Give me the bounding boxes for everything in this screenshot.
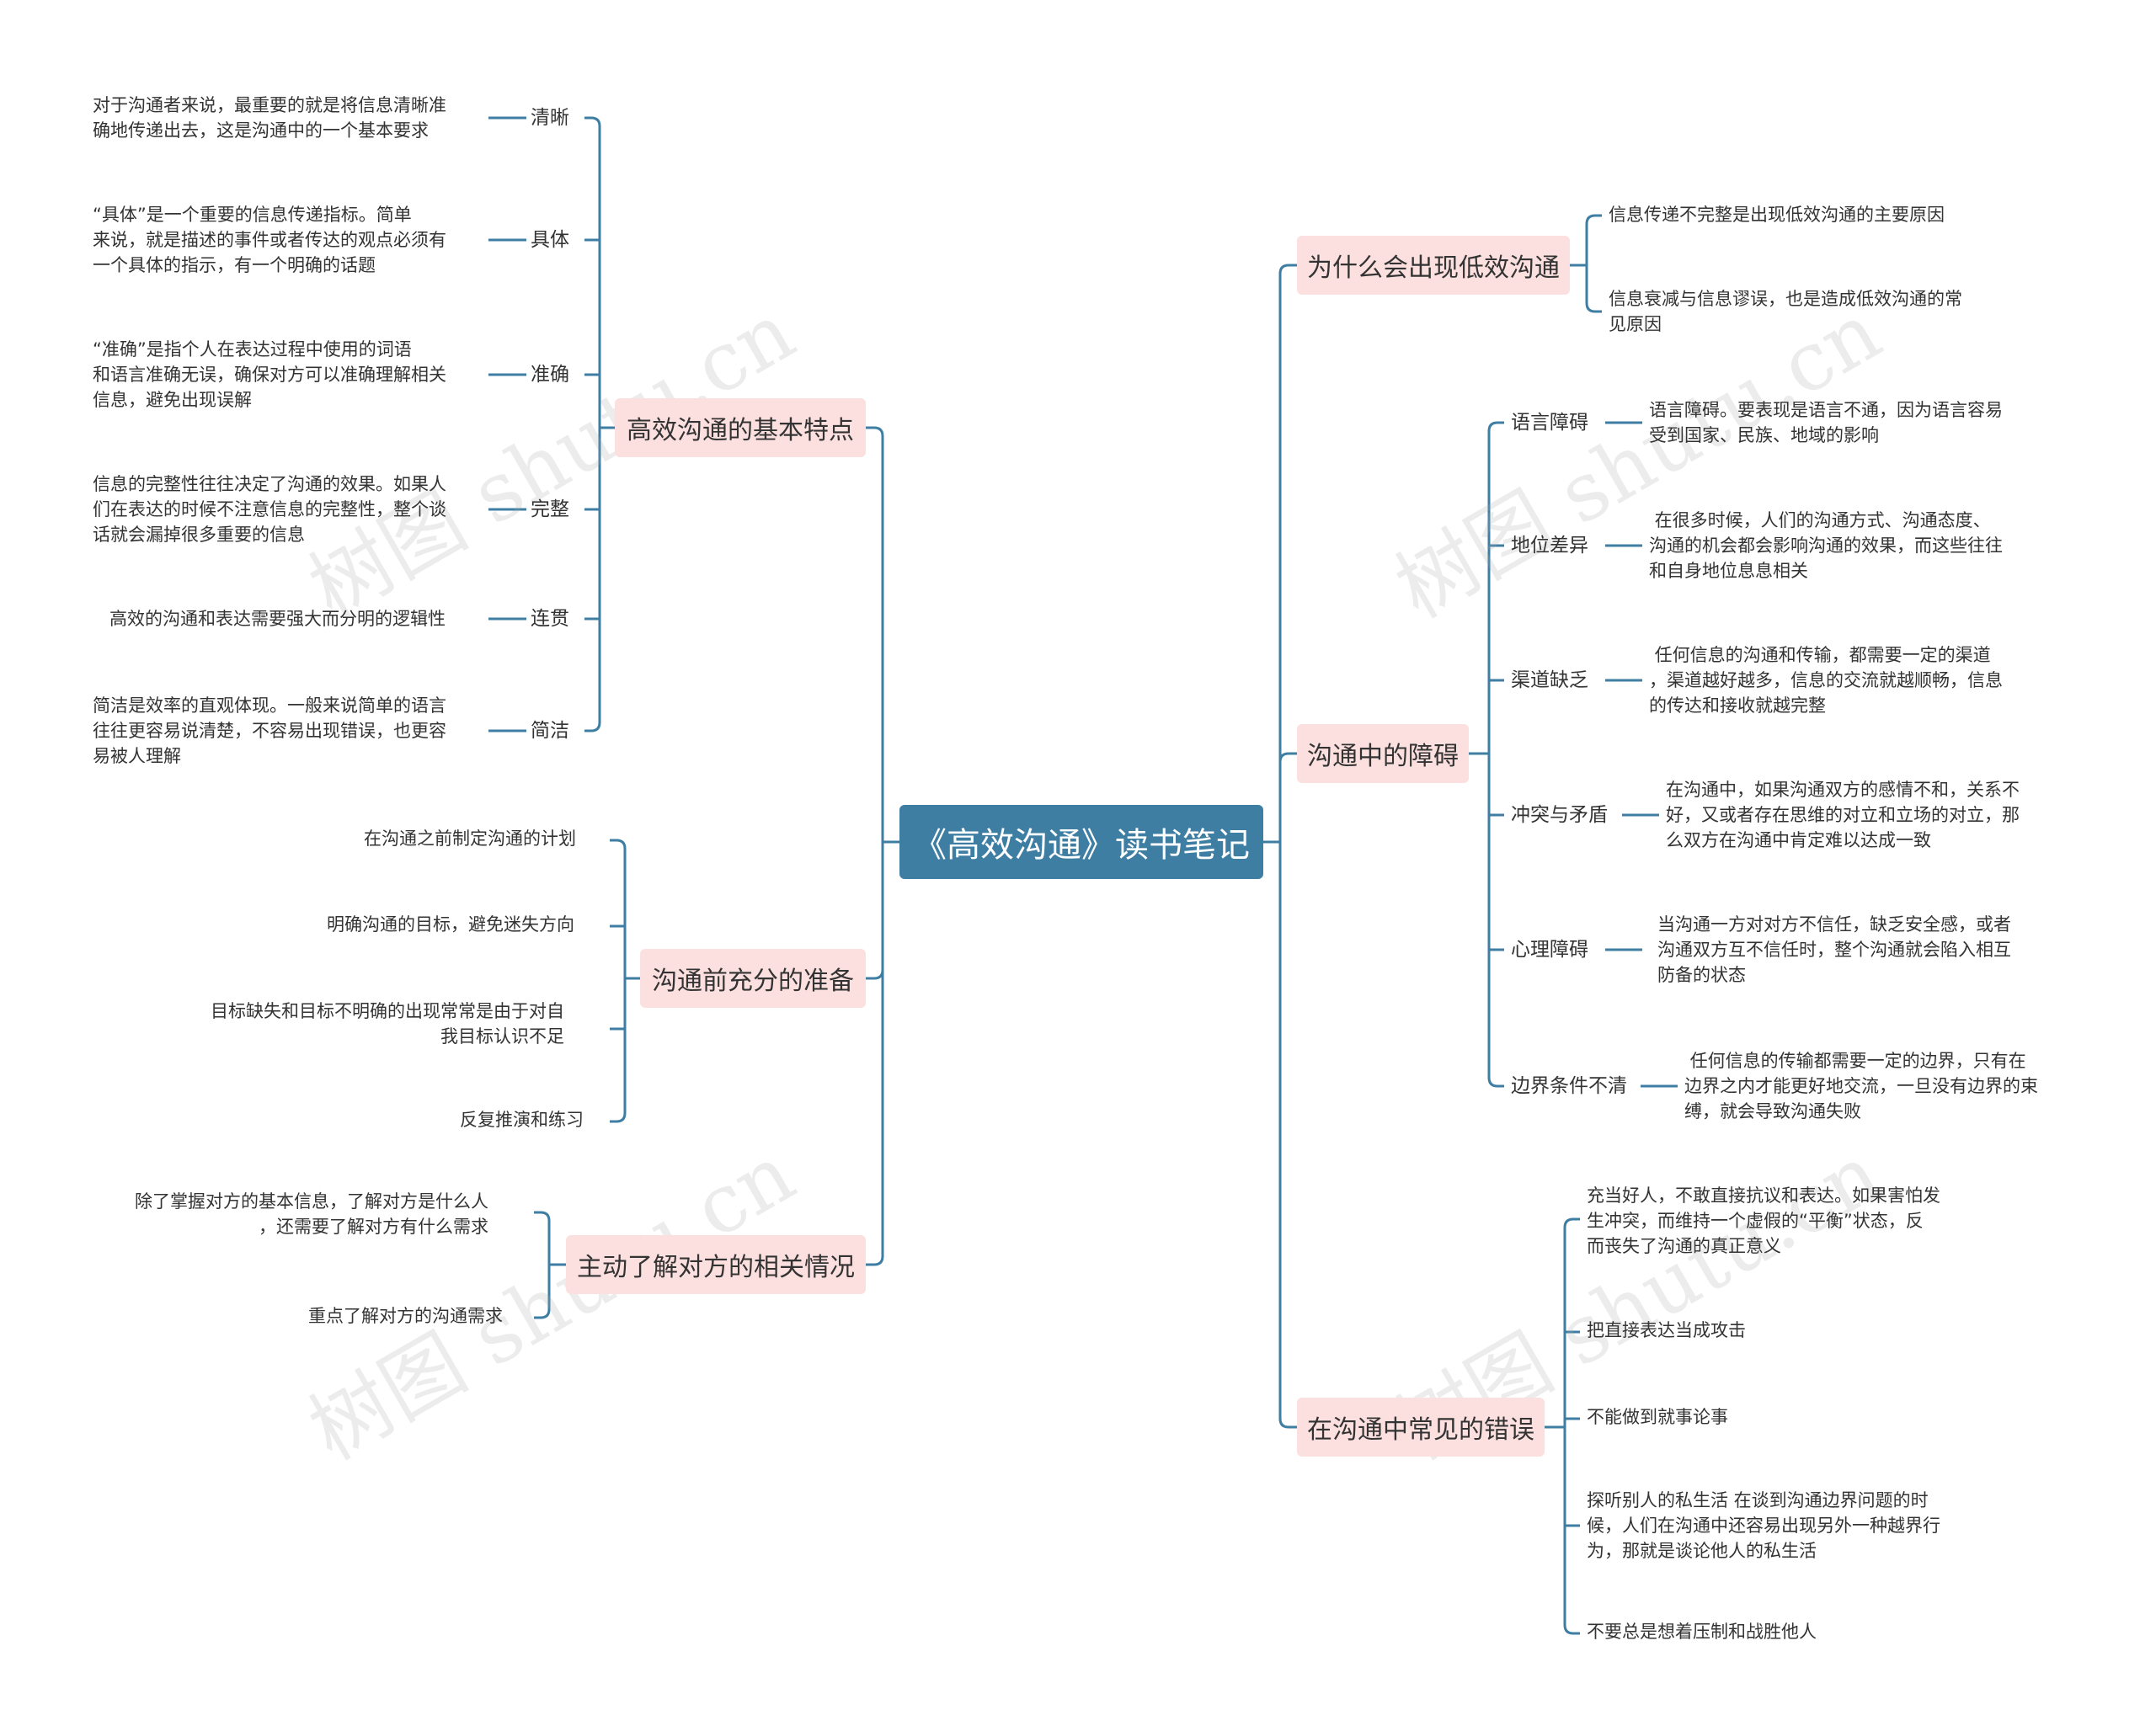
barrier-label[interactable]: 地位差异 [1511,535,1588,557]
barriers-leaf-lines [1605,421,1678,1088]
mistake-item: 探听别人的私生活 在谈到沟通边界问题的时 候，人们在沟通中还容易出现另外一种越界… [1587,1490,1940,1561]
branch-traits[interactable]: 高效沟通的基本特点 [615,398,866,457]
barrier-label[interactable]: 心理障碍 [1511,939,1588,961]
trait-description: 简洁是效率的直观体现。一般来说简单的语言 往往更容易说清楚，不容易出现错误，也更… [93,695,446,766]
branch-mistakes[interactable]: 在沟通中常见的错误 [1297,1398,1545,1457]
why-bracket [1570,214,1602,313]
why-item: 信息衰减与信息谬误，也是造成低效沟通的常 见原因 [1609,289,1962,334]
trait-label[interactable]: 简洁 [531,720,569,742]
mistakes-bracket [1545,1217,1580,1635]
trait-description: “准确”是指个人在表达过程中使用的词语 和语言准确无误，确保对方可以准确理解相关… [93,339,446,410]
barrier-description: 在沟通中，如果沟通双方的感情不和，关系不 好，又或者存在思维的对立和立场的对立，… [1666,780,2020,850]
barrier-label[interactable]: 边界条件不清 [1511,1075,1627,1097]
trait-description: “具体”是一个重要的信息传递指标。简单 来说，就是描述的事件或者传达的观点必须有… [93,205,446,275]
prep-item: 在沟通之前制定沟通的计划 [364,828,576,849]
prep-item: 反复推演和练习 [460,1110,584,1130]
understand-bracket [534,1211,566,1319]
trait-label[interactable]: 准确 [531,364,569,386]
trait-description: 对于沟通者来说，最重要的就是将信息清晰准 确地传递出去，这是沟通中的一个基本要求 [93,95,446,141]
branch-barriers[interactable]: 沟通中的障碍 [1297,724,1469,783]
root-right-trunk [1263,264,1297,1429]
prep-item: 明确沟通的目标，避免迷失方向 [327,914,574,935]
branch-understand[interactable]: 主动了解对方的相关情况 [566,1235,866,1294]
why-item: 信息传递不完整是出现低效沟通的主要原因 [1609,205,1945,225]
barriers-bracket [1469,421,1504,1088]
barrier-label[interactable]: 冲突与矛盾 [1511,804,1608,826]
barrier-description: 在很多时候，人们的沟通方式、沟通态度、 沟通的机会都会影响沟通的效果，而这些往往… [1649,510,2003,581]
barrier-description: 任何信息的沟通和传输，都需要一定的渠道 ，渠道越好越多，信息的交流就越顺畅，信息… [1649,645,2003,716]
mistake-item: 把直接表达当成攻击 [1587,1320,1746,1340]
prep-bracket [610,839,640,1123]
prep-item: 目标缺失和目标不明确的出现常常是由于对自 我目标认识不足 [211,1001,564,1047]
barrier-description: 任何信息的传输都需要一定的边界，只有在 边界之内才能更好地交流，一旦没有边界的束… [1684,1051,2038,1121]
barrier-label[interactable]: 渠道缺乏 [1511,669,1588,691]
trait-label[interactable]: 清晰 [531,107,569,129]
trait-label[interactable]: 具体 [531,229,569,251]
branch-why-low[interactable]: 为什么会出现低效沟通 [1297,236,1570,295]
trait-label[interactable]: 完整 [531,498,569,520]
understand-item: 除了掌握对方的基本信息，了解对方是什么人 ，还需要了解对方有什么需求 [135,1191,488,1237]
traits-leaf-lines [488,116,526,732]
root-topic[interactable]: 《高效沟通》读书笔记 [899,805,1263,879]
branch-prep[interactable]: 沟通前充分的准备 [640,949,866,1008]
barrier-label[interactable]: 语言障碍 [1511,412,1588,434]
trait-description: 信息的完整性往往决定了沟通的效果。如果人 们在表达的时候不注意信息的完整性，整个… [93,474,446,545]
trait-label[interactable]: 连贯 [531,608,569,630]
barrier-description: 当沟通一方对对方不信任，缺乏安全感，或者 沟通双方互不信任时，整个沟通就会陷入相… [1657,914,2011,985]
trait-description: 高效的沟通和表达需要强大而分明的逻辑性 [109,609,446,629]
barrier-description: 语言障碍。要表现是语言不通，因为语言容易 受到国家、民族、地域的影响 [1649,400,2003,445]
understand-item: 重点了解对方的沟通需求 [308,1306,503,1326]
root-left-trunk [866,426,899,1266]
mistake-item: 不能做到就事论事 [1587,1407,1728,1427]
traits-bracket [584,116,615,732]
mistake-item: 不要总是想着压制和战胜他人 [1587,1622,1817,1642]
mistake-item: 充当好人，不敢直接抗议和表达。如果害怕发 生冲突，而维持一个虚假的“平衡”状态，… [1587,1185,1940,1256]
